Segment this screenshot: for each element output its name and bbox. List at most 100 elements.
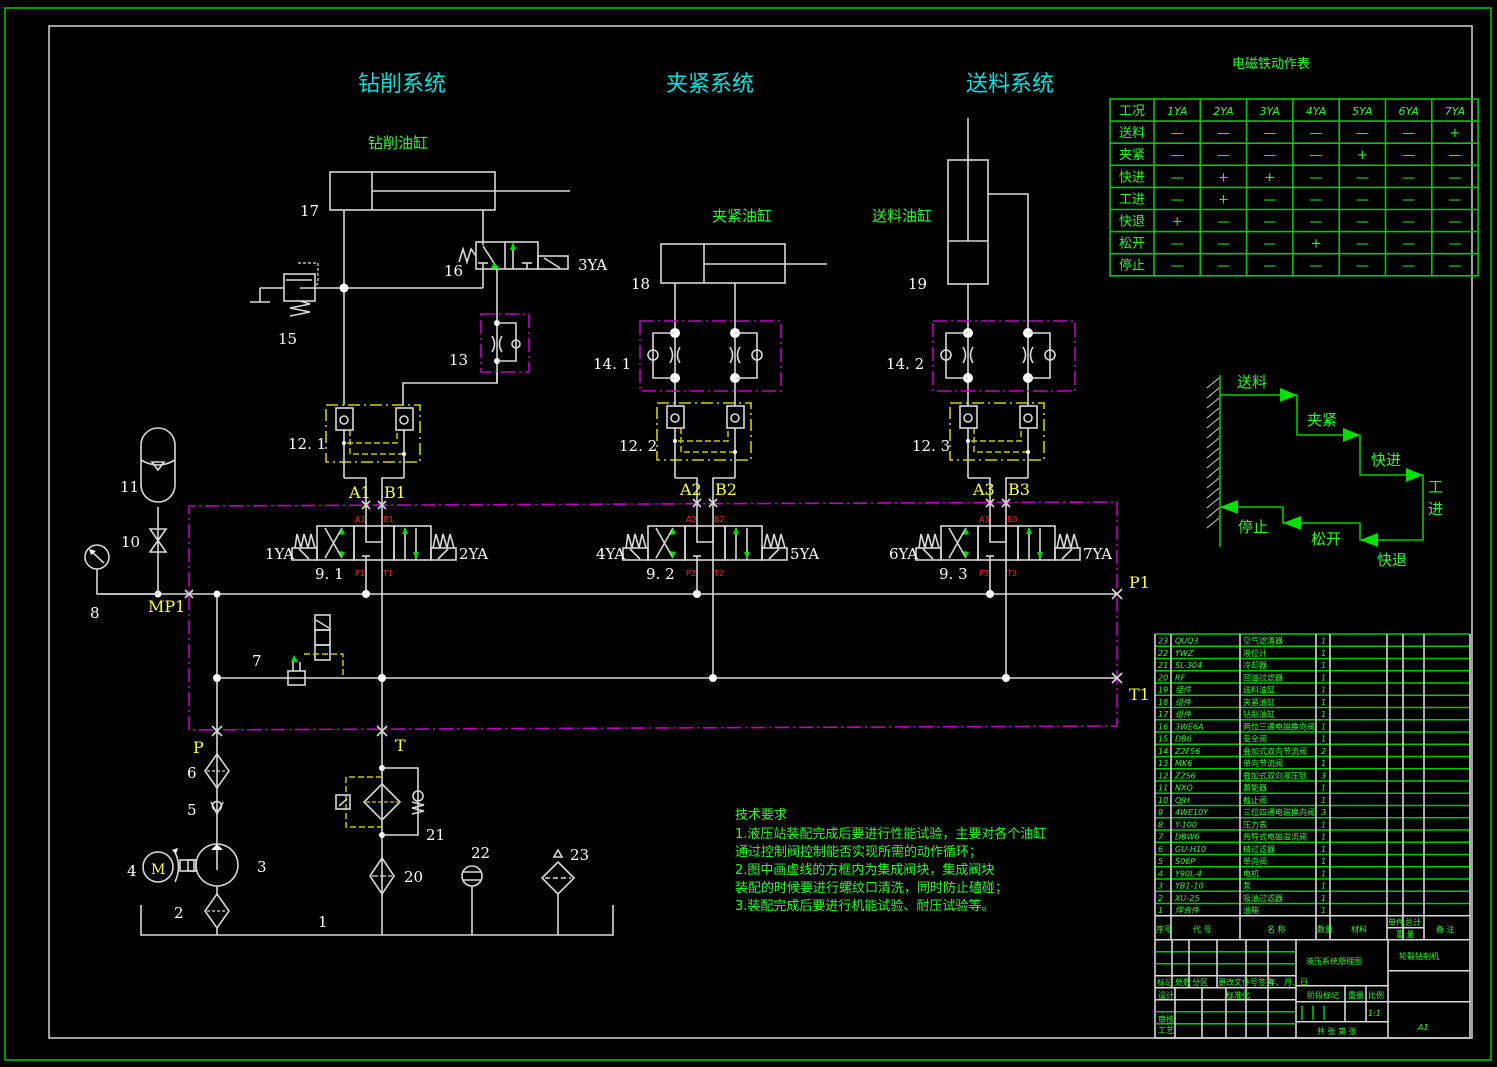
header-name: 名 称 [1267,924,1286,934]
part-no: 10 [1158,796,1168,805]
table-cell: — [1310,126,1323,141]
directional-valve-9-2 [622,525,788,593]
table-cell: — [1402,192,1415,207]
part-no: 20 [1158,673,1168,682]
pump-3 [179,843,239,887]
part-code: 组件 [1175,698,1192,707]
part-name: 液位计 [1243,648,1267,658]
part-qty: 1 [1321,833,1326,842]
table-cell: + [1218,192,1229,207]
port-b3: B3 [1008,480,1030,499]
check-valve-5 [210,800,224,816]
table-cell: — [1356,170,1369,185]
clamping-cylinder-label: 夹紧油缸 [712,207,772,225]
solenoid-3ya: 3YA [578,256,607,274]
table-header: 2YA [1213,105,1233,118]
port-b2: B2 [715,480,737,499]
label-23: 23 [570,846,589,864]
table-cell: — [1448,259,1461,274]
part-qty: 1 [1321,869,1326,878]
table-cell: — [1217,148,1230,163]
small-port-b: B2 [714,515,725,524]
label-4: 4 [127,862,137,880]
part-code: 4WE10Y [1175,808,1209,817]
part-no: 15 [1158,735,1168,744]
drilling-system-title: 钻削系统 [358,72,446,97]
table-cell: — [1171,237,1184,252]
tb-drawing-name: 液压系统原理图 [1306,956,1362,966]
cycle-step-work-feed-1: 工 [1428,478,1443,496]
table-cell: — [1402,170,1415,185]
label-9-2: 9. 2 [646,565,675,583]
part-code: 组件 [1175,710,1192,719]
header-total: 总计 [1405,917,1421,927]
tb-sheets: 共 张 第 张 [1317,1026,1357,1036]
work-cycle-diagram [1206,375,1424,547]
label-9-1: 9. 1 [315,565,344,583]
part-name: 单向阀 [1243,856,1267,866]
tb-standardize: 标准化 [1226,990,1250,1000]
table-cell: + [1172,215,1183,230]
table-cell: — [1217,259,1230,274]
suction-filter-2 [204,886,230,935]
part-no: 4 [1158,869,1163,878]
valve-16-3way-solenoid [458,241,569,270]
tb-machine-name: 轮毂钻削机 [1399,951,1439,961]
part-qty: 1 [1321,673,1326,682]
part-no: 13 [1158,759,1168,768]
part-code: YB1-10 [1175,882,1204,891]
manifold-block-frame [188,501,1118,731]
level-gauge-22 [461,865,483,935]
header-code: 代 号 [1193,924,1212,934]
label-8: 8 [90,604,100,622]
part-name: 油箱 [1243,905,1259,915]
part-code: QUQ3 [1175,637,1199,646]
label-12-2: 12. 2 [619,437,657,455]
header-unit: 单件 [1388,917,1404,927]
label-11: 11 [120,478,139,496]
relief-valve-15 [250,262,319,317]
cycle-step-rapid-return: 快退 [1377,551,1407,569]
accumulator-11 [140,427,176,503]
solenoid-7ya: 7YA [1083,545,1112,563]
table-cell: — [1356,126,1369,141]
tb-zone: 分区 [1192,978,1208,987]
solenoid-6ya: 6YA [889,545,918,563]
feeding-system-title: 送料系统 [966,72,1054,97]
small-port-b: B1 [383,515,394,524]
small-port-t: T3 [1006,569,1017,578]
part-qty: 1 [1321,637,1326,646]
table-cell: — [1310,148,1323,163]
label-22: 22 [471,844,490,862]
label-1: 1 [318,913,328,931]
header-no: 序号 [1156,924,1172,934]
header-remarks: 备 注 [1436,924,1455,934]
part-qty: 1 [1321,894,1326,903]
table-cell: — [1356,215,1369,230]
part-qty: 1 [1321,661,1326,670]
air-filter-23 [540,848,576,935]
table-cell: — [1171,192,1184,207]
part-qty: 1 [1321,820,1326,829]
table-cell: — [1402,237,1415,252]
part-code: QJH [1175,796,1190,805]
tb-date: 年、月、日 [1268,977,1308,987]
oil-tank-1 [140,905,614,936]
table-cell: — [1402,148,1415,163]
part-no: 17 [1158,710,1169,719]
part-name: 送料油缸 [1243,685,1275,695]
manifold-port-crosses [184,498,1123,737]
table-header: 4YA [1306,105,1326,118]
part-code: SL-304 [1175,661,1202,670]
table-cell: — [1448,192,1461,207]
hydraulic-lock-12-2 [656,402,752,478]
part-code: XU-25 [1174,894,1199,903]
part-name: 吸油过滤器 [1243,893,1283,903]
part-code: DBW6 [1175,833,1200,842]
table-cell: — [1263,148,1276,163]
label-20: 20 [404,868,423,886]
part-no: 14 [1158,747,1168,756]
feeding-cylinder-19 [947,118,1029,406]
label-15: 15 [278,330,297,348]
small-port-p: P2 [686,569,696,578]
